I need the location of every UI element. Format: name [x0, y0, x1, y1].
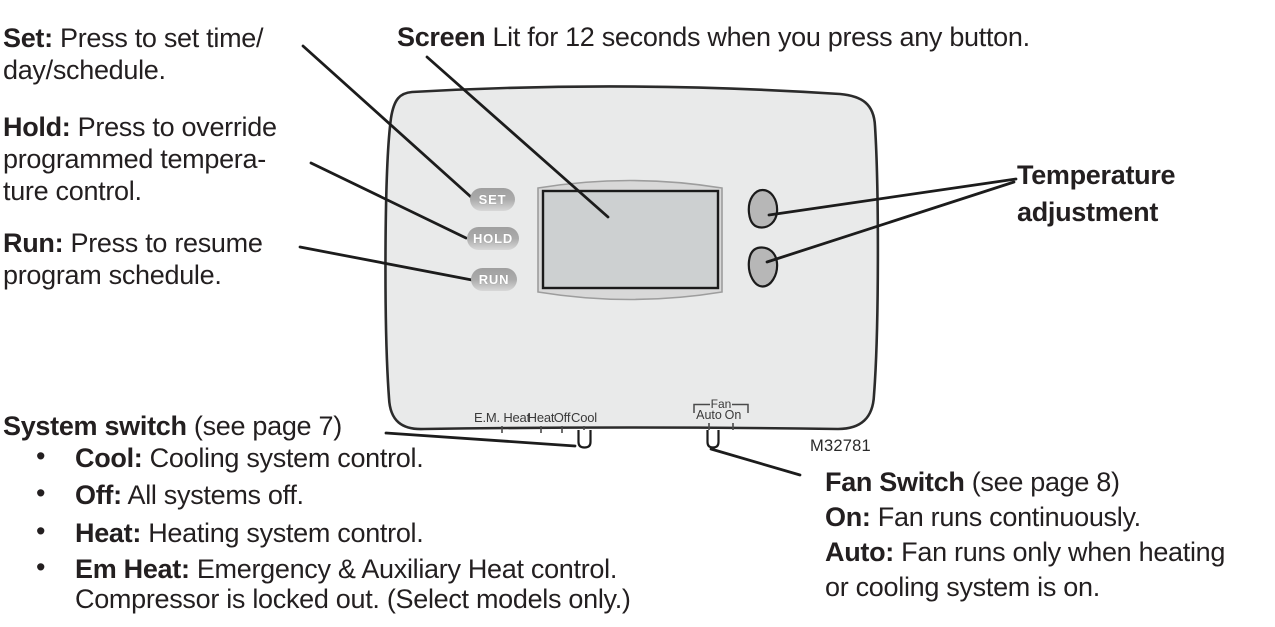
fan-switch-note: Fan Switch (see page 8) On: Fan runs con… — [825, 467, 1226, 602]
system-switch-tab — [577, 430, 592, 449]
temp-down-button — [747, 246, 779, 288]
system-switch-leader-line — [384, 431, 577, 448]
set-note: Set: Press to set time/ day/schedule. — [3, 23, 264, 85]
system-scale-off: Off — [553, 410, 571, 425]
temp-up-button — [747, 188, 779, 229]
run-note-label: Run: — [3, 228, 64, 258]
hold-leader-line — [309, 161, 468, 240]
fan-scale-title: Fan — [710, 397, 732, 411]
screen-display — [541, 189, 720, 290]
run-note: Run: Press to resume program schedule. — [3, 228, 263, 290]
screen-leader-line — [425, 55, 610, 219]
system-switch-heading: System switch (see page 7) — [3, 411, 342, 441]
temp-down-leader-line — [765, 180, 1016, 264]
screen-note-label: Screen — [397, 22, 486, 52]
system-switch-bullet-em-heat: •Em Heat: Emergency & Auxiliary Heat con… — [36, 552, 631, 614]
run-leader-line — [298, 245, 474, 282]
run-button-label: RUN — [478, 272, 510, 287]
system-scale-cool: Cool — [571, 410, 597, 425]
bullet-icon: • — [36, 552, 46, 582]
hold-note: Hold: Press to override programmed tempe… — [3, 112, 277, 206]
system-switch-bullet-heat: •Heat: Heating system control. — [36, 516, 424, 548]
hold-button: HOLD — [467, 227, 519, 250]
figure-model-number: M32781 — [810, 437, 871, 455]
fan-switch-leader-line — [709, 447, 802, 477]
run-button: RUN — [471, 268, 517, 291]
temperature-adjustment-note: Temperature adjustment — [1017, 160, 1176, 227]
hold-note-label: Hold: — [3, 112, 71, 142]
bullet-icon: • — [36, 441, 46, 471]
fan-bracket — [693, 403, 749, 413]
system-scale-heat: Heat — [527, 410, 555, 425]
screen-note: Screen Lit for 12 seconds when you press… — [397, 22, 1030, 52]
set-note-label: Set: — [3, 23, 53, 53]
bullet-icon: • — [36, 516, 46, 546]
hold-button-label: HOLD — [472, 231, 514, 246]
fan-scale-ticks — [708, 423, 734, 430]
temp-up-leader-line — [767, 177, 1018, 217]
set-button: SET — [470, 188, 515, 211]
system-switch-bullet-off: •Off: All systems off. — [36, 478, 304, 510]
system-scale-em-heat: E.M. Heat — [474, 410, 530, 425]
fan-scale-on: On — [724, 408, 742, 422]
fan-scale-auto: Auto — [696, 408, 722, 422]
callout-leader-lines — [298, 44, 1018, 477]
set-leader-line — [301, 44, 473, 199]
set-button-label: SET — [478, 192, 507, 207]
fan-switch-tab — [706, 430, 720, 449]
bullet-icon: • — [36, 478, 46, 508]
system-switch-bullet-cool: •Cool: Cooling system control. — [36, 441, 424, 473]
